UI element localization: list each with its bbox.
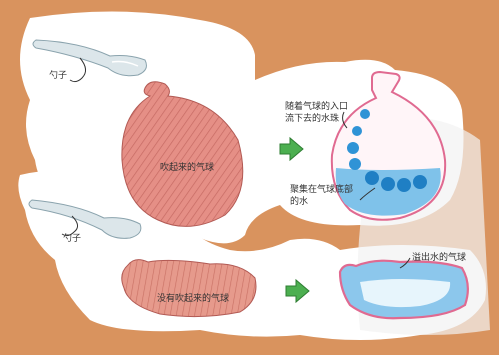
- spoon-label-bottom: 勺子: [63, 233, 81, 245]
- water-drop-icon: [347, 142, 359, 154]
- water-drop-icon: [413, 175, 427, 189]
- deflated-balloon-label: 没有吹起来的气球: [157, 293, 229, 305]
- water-drop-icon: [397, 178, 411, 192]
- water-drop-icon: [352, 126, 362, 136]
- water-drop-icon: [381, 177, 395, 191]
- water-drop-icon: [360, 109, 370, 119]
- spoon-label-top: 勺子: [49, 70, 67, 82]
- water-balls-label: 随着气球的入口流下去的水珠: [285, 101, 349, 125]
- overflow-balloon-label: 溢出水的气球: [412, 252, 466, 264]
- water-drop-icon: [365, 171, 379, 185]
- water-bottom-label: 聚集在气球底部的水: [290, 184, 360, 208]
- balloon-overflow: [340, 261, 468, 319]
- water-drop-icon: [349, 158, 361, 170]
- inflated-balloon-label: 吹起来的气球: [160, 162, 214, 174]
